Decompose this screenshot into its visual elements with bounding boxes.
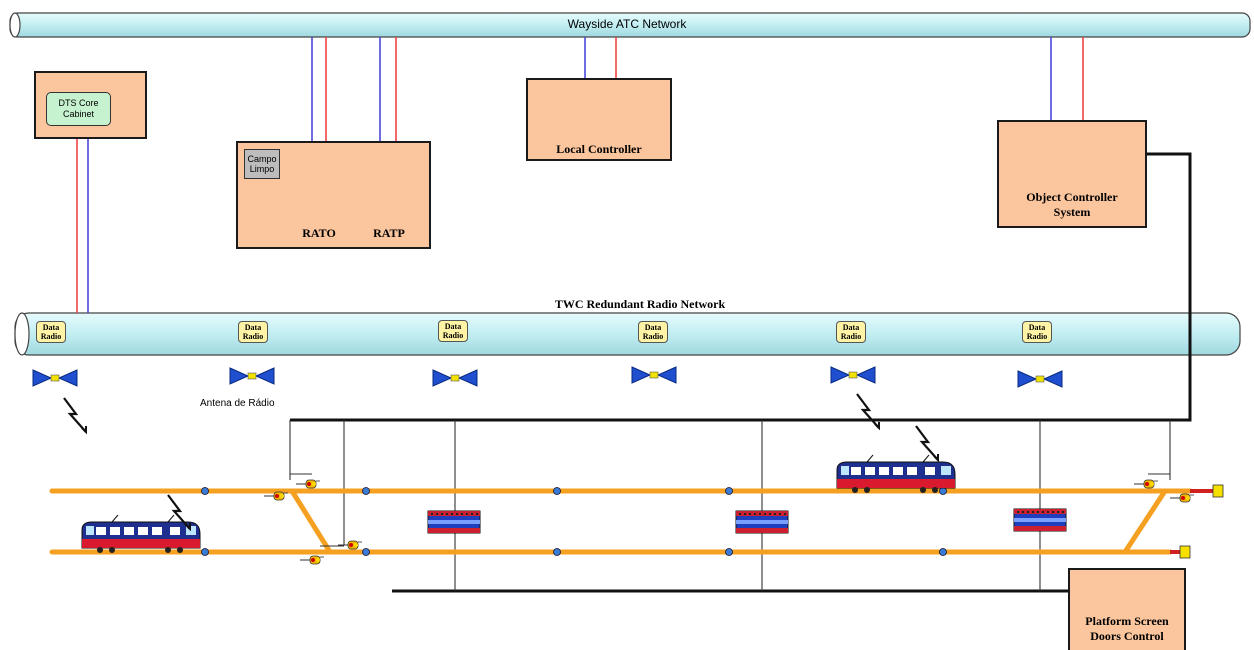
- psd-control-label: Platform Screen Doors Control: [1085, 614, 1169, 643]
- radio-antenna-icon: [631, 366, 677, 384]
- ratp-label: RATP: [373, 226, 405, 240]
- radio-antenna-icon: [432, 369, 478, 387]
- radio-antenna-icon: [1017, 370, 1063, 388]
- radio-antenna-icon: [830, 366, 876, 384]
- signal-icon: [299, 555, 325, 565]
- wireless-signal-icon: [855, 392, 881, 430]
- buffer-stops: [1170, 484, 1224, 559]
- object-controller-label: Object Controller System: [1026, 190, 1118, 219]
- platform-screen-door-icon: [735, 510, 789, 534]
- signal-icon: [1169, 493, 1195, 503]
- wireless-signal-icon: [914, 424, 940, 462]
- railway-tracks: [49, 488, 1193, 555]
- signal-icon: [337, 540, 363, 550]
- rato-label: RATO: [302, 226, 336, 240]
- rato-ratp-box: Campo Limpo: [236, 141, 431, 249]
- wireless-signal-icon: [62, 396, 88, 434]
- platform-screen-door-icon: [1013, 508, 1067, 532]
- antenna-label: Antena de Rádio: [200, 398, 275, 409]
- dts-core-cabinet: DTS Core Cabinet: [46, 92, 111, 126]
- vertical-drops: [289, 420, 1171, 591]
- campo-limpo-tag: Campo Limpo: [244, 149, 280, 179]
- twc-radio-network-pipe: [14, 312, 1241, 356]
- local-controller-box: [526, 78, 672, 161]
- object-controller-box: [997, 120, 1147, 228]
- twc-network-label: TWC Redundant Radio Network: [554, 297, 726, 311]
- psd-control-box: [1068, 568, 1186, 650]
- signals: [263, 473, 1195, 565]
- dts-core-box: DTS Core Cabinet: [34, 71, 147, 139]
- signal-icon: [1133, 479, 1159, 489]
- radio-antenna-icon: [32, 369, 78, 387]
- wayside-atc-network-pipe: [9, 12, 1251, 38]
- signal-icon: [295, 479, 321, 489]
- track-balises: [201, 487, 947, 556]
- local-controller-label: Local Controller: [556, 142, 642, 156]
- platform-screen-door-icon: [427, 510, 481, 534]
- radio-antenna-icon: [229, 367, 275, 385]
- wayside-network-label: Wayside ATC Network: [567, 17, 687, 31]
